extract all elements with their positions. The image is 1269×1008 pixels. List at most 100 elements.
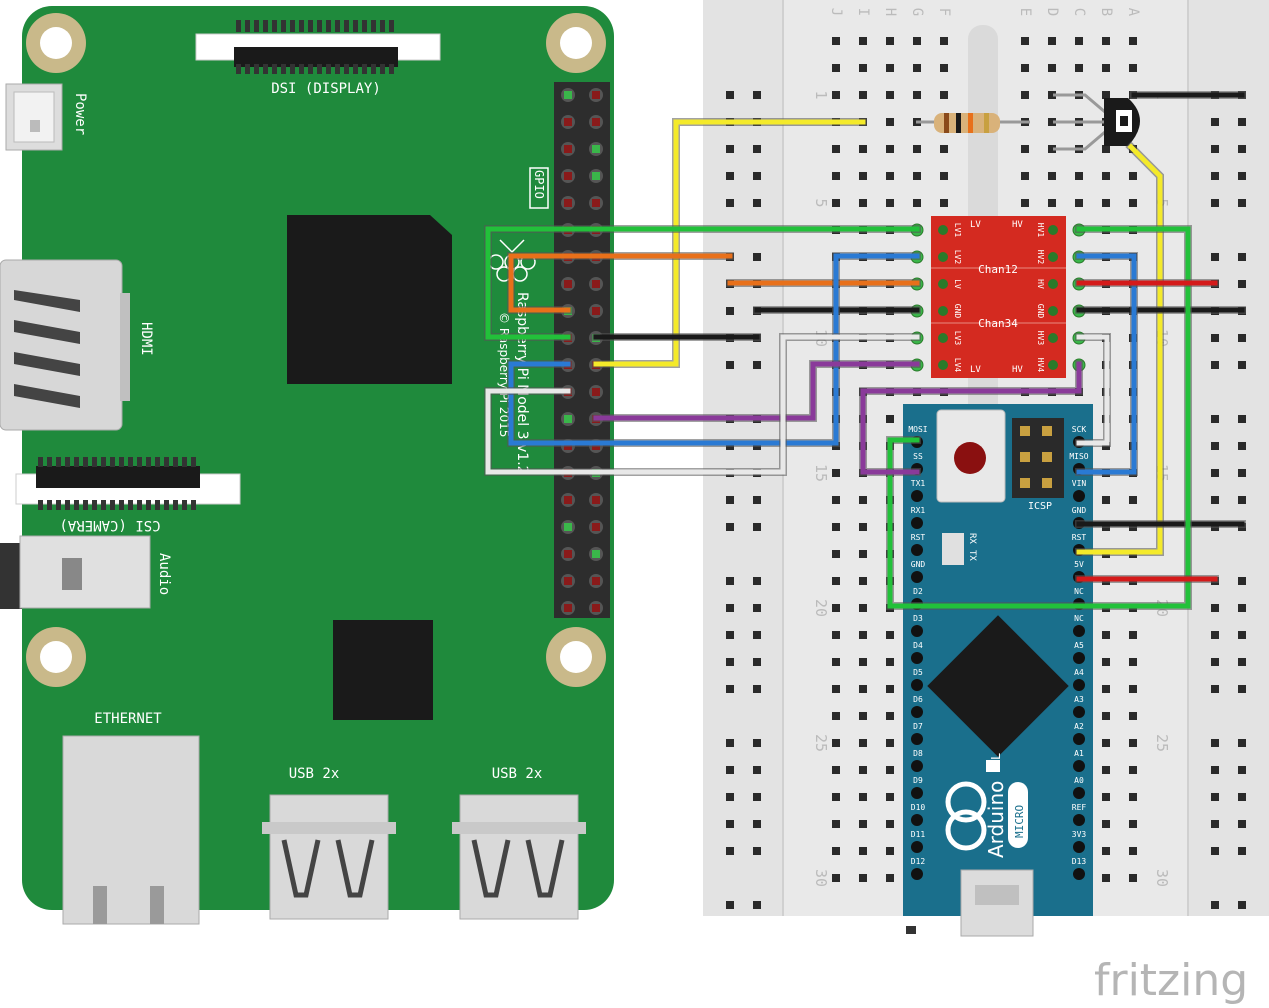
rail-hole: [753, 901, 761, 909]
rail-hole: [1211, 145, 1219, 153]
breadboard-hole: [859, 793, 867, 801]
breadboard-hole: [1021, 199, 1029, 207]
breadboard-hole: [886, 145, 894, 153]
rail-hole: [726, 739, 734, 747]
arduino-pin: [1073, 760, 1085, 772]
arduino-pin-label: 5V: [1074, 560, 1084, 569]
rail-hole: [753, 577, 761, 585]
breadboard-hole: [913, 199, 921, 207]
rail-hole: [753, 523, 761, 531]
ls-pin-label-lv: LV4: [953, 358, 962, 373]
csi-connector: CSI (CAMERA): [15, 457, 241, 533]
breadboard-hole: [1102, 874, 1110, 882]
rail-hole: [1238, 631, 1246, 639]
csi-label: CSI (CAMERA): [59, 517, 160, 533]
rail-hole: [753, 91, 761, 99]
breadboard-hole: [859, 820, 867, 828]
rail-hole: [1238, 442, 1246, 450]
rail-hole: [753, 820, 761, 828]
arduino-pin: [1073, 841, 1085, 853]
ls-top-lv: LV: [970, 220, 981, 230]
breadboard-hole: [1129, 199, 1137, 207]
ls-pin-label-lv: LV: [953, 279, 962, 289]
breadboard-hole: [832, 631, 840, 639]
breadboard-hole: [1048, 118, 1056, 126]
arduino-pin-label: A5: [1074, 641, 1084, 650]
breadboard-hole: [859, 64, 867, 72]
breadboard-hole: [886, 37, 894, 45]
breadboard-hole: [1129, 64, 1137, 72]
arduino-pin: [911, 679, 923, 691]
rail-hole: [753, 658, 761, 666]
rail-hole: [753, 631, 761, 639]
breadboard-hole: [886, 91, 894, 99]
breadboard-hole: [1048, 64, 1056, 72]
breadboard-hole: [886, 766, 894, 774]
rail-hole: [1238, 496, 1246, 504]
breadboard-hole: [1129, 37, 1137, 45]
arduino-pin-label: GND: [911, 560, 926, 569]
breadboard-hole: [886, 820, 894, 828]
breadboard-hole: [832, 523, 840, 531]
breadboard-hole: [913, 64, 921, 72]
breadboard-hole: [886, 793, 894, 801]
breadboard-hole: [832, 145, 840, 153]
breadboard-hole: [1102, 91, 1110, 99]
soc-chip: [287, 215, 452, 384]
row-number: 25: [1153, 734, 1171, 752]
breadboard-hole: [859, 577, 867, 585]
row-number: 25: [812, 734, 830, 752]
breadboard-hole: [1048, 172, 1056, 180]
arduino-pin-label: MOSI: [908, 425, 927, 434]
rail-hole: [726, 172, 734, 180]
breadboard-hole: [940, 91, 948, 99]
breadboard-hole: [859, 685, 867, 693]
column-letter: A: [1125, 8, 1141, 17]
breadboard-hole: [886, 658, 894, 666]
breadboard-hole: [832, 37, 840, 45]
breadboard-hole: [1129, 874, 1137, 882]
rail-hole: [1238, 847, 1246, 855]
ethernet-port: ETHERNET: [62, 711, 200, 925]
ls-pin-label-lv: LV3: [953, 331, 962, 346]
breadboard-hole: [832, 604, 840, 612]
breadboard-hole: [1075, 199, 1083, 207]
arduino-micro-label: MICRO: [1013, 805, 1026, 838]
breadboard-hole: [832, 496, 840, 504]
row-number: 5: [812, 198, 830, 207]
raspberry-pi-board: DSI (DISPLAY) Power HDMI CSI (CAMERA): [0, 6, 614, 925]
rail-hole: [726, 307, 734, 315]
breadboard-hole: [940, 172, 948, 180]
arduino-pin: [911, 517, 923, 529]
rail-hole: [1238, 577, 1246, 585]
breadboard-hole: [1102, 658, 1110, 666]
arduino-pin-label: A0: [1074, 776, 1084, 785]
rail-hole: [1238, 415, 1246, 423]
arduino-pin: [1073, 679, 1085, 691]
breadboard-hole: [1129, 793, 1137, 801]
rail-hole: [1211, 496, 1219, 504]
column-letter: F: [936, 8, 952, 16]
breadboard-hole: [859, 739, 867, 747]
column-letter: H: [882, 8, 898, 16]
temperature-sensor: [1053, 93, 1140, 151]
arduino-micro: ICSP TX RX Arduino MICRO L MOSISSTX1RX1R…: [903, 404, 1093, 937]
ls-top-hv: HV: [1012, 220, 1023, 230]
power-connector: Power: [5, 83, 88, 151]
usb2-label: USB 2x: [492, 766, 543, 782]
breadboard-hole: [1129, 658, 1137, 666]
purple-wire-hv: [860, 361, 1082, 475]
arduino-pin-label: D11: [911, 830, 926, 839]
arduino-pin-label: D13: [1072, 857, 1087, 866]
breadboard-hole: [886, 631, 894, 639]
breadboard-hole: [832, 469, 840, 477]
mounting-holes: [26, 13, 606, 687]
arduino-pin: [1073, 814, 1085, 826]
rail-hole: [726, 577, 734, 585]
breadboard-hole: [859, 145, 867, 153]
column-letter: I: [855, 8, 871, 16]
rail-hole: [1238, 658, 1246, 666]
breadboard-hole: [886, 199, 894, 207]
breadboard-hole: [1075, 172, 1083, 180]
